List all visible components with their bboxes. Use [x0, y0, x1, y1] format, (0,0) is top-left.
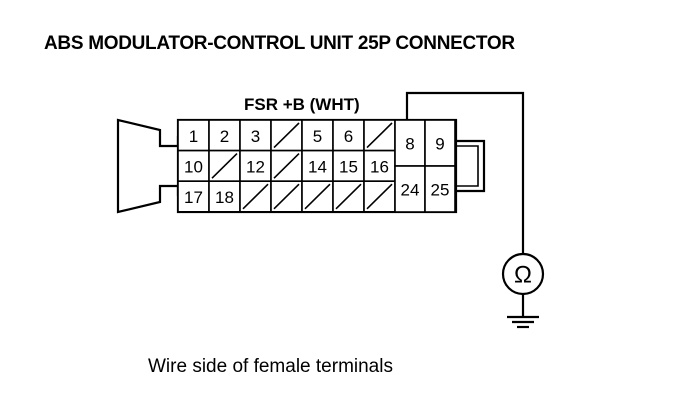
blank-slash	[242, 183, 269, 210]
wire-label: FSR +B (WHT)	[244, 95, 360, 114]
blank-slash	[273, 153, 300, 179]
jumper-wire-inner	[456, 145, 479, 187]
terminal-label: 15	[339, 157, 358, 176]
terminal-1	[177, 119, 210, 152]
terminal-label: 9	[435, 135, 444, 154]
terminal-18	[208, 180, 241, 213]
terminal-label: 5	[313, 127, 322, 146]
jumper-wire	[456, 139, 486, 193]
blank-slash	[366, 122, 393, 149]
terminal-3	[239, 119, 272, 152]
blank-slash	[273, 183, 300, 210]
blank-slash	[211, 153, 238, 179]
terminal-label: 3	[251, 127, 260, 146]
diagram-caption: Wire side of female terminals	[148, 356, 393, 377]
blank-slash	[366, 183, 393, 210]
blank-slash	[304, 183, 331, 210]
terminal-label: 8	[405, 135, 414, 154]
diagram-title: ABS MODULATOR-CONTROL UNIT 25P CONNECTOR	[44, 33, 515, 54]
terminal-label: 25	[431, 181, 450, 200]
terminal-label: 1	[189, 127, 198, 146]
blank-slash	[273, 122, 300, 149]
ground-icon	[507, 315, 539, 329]
blank-slash	[335, 183, 362, 210]
terminal-label: 14	[308, 157, 327, 176]
terminal-12	[239, 149, 272, 183]
terminal-label: 17	[184, 188, 203, 207]
terminal-label: 24	[401, 181, 420, 200]
terminal-9	[424, 119, 456, 167]
terminal-label: 10	[184, 157, 203, 176]
probe-wire	[405, 91, 525, 254]
terminal-2	[208, 119, 241, 152]
terminal-label: 2	[220, 127, 229, 146]
connector-lock-tab	[116, 118, 180, 214]
terminal-16	[363, 149, 396, 183]
terminal-label: 18	[215, 188, 234, 207]
ohm-symbol: Ω	[514, 262, 532, 289]
terminal-label: 6	[344, 127, 353, 146]
terminal-25	[424, 165, 456, 213]
terminal-6	[332, 119, 365, 152]
terminal-label: 16	[370, 157, 389, 176]
terminal-label: 12	[246, 157, 265, 176]
terminal-24	[394, 165, 426, 213]
